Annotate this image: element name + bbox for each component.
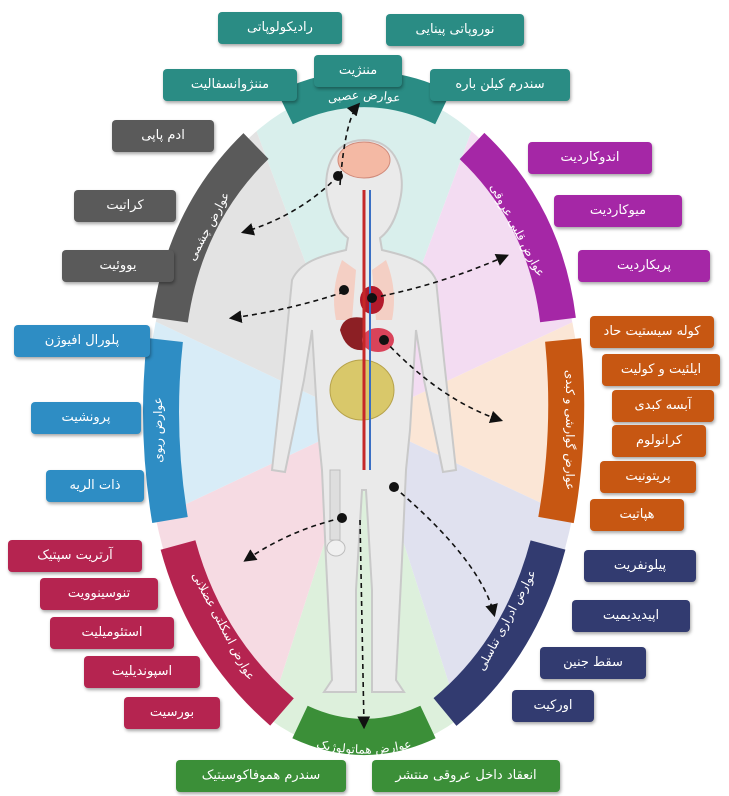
- femur-bone: [330, 470, 340, 540]
- pulm-sector-title: عوارض ریوی: [151, 397, 166, 463]
- label-pleural-effusion: پلورال افیوژن: [14, 325, 150, 357]
- label-peritonitis: پریتونیت: [600, 461, 696, 493]
- label-myocarditis: میوکاردیت: [554, 195, 682, 227]
- label-liver-abscess: آبسه کبدی: [612, 390, 714, 422]
- label-meningitis: مننژیت: [314, 55, 402, 87]
- stomach-organ: [362, 328, 394, 352]
- label-pyelonephritis: پیلونفریت: [584, 550, 696, 582]
- hema-ring: [300, 722, 428, 737]
- label-granuloma: کرانولوم: [612, 425, 706, 457]
- label-orchitis: اورکیت: [512, 690, 594, 722]
- label-tenosynovitis: تنوسینوویت: [40, 578, 158, 610]
- label-guillain-barre: سندرم کیلن باره: [430, 69, 570, 101]
- gi-sector-title: عوارض گوارشی و کبدی: [562, 370, 577, 490]
- label-septic-arthritis: آرتریت سپتیک: [8, 540, 142, 572]
- label-meningoencephalitis: مننژوانسفالیت: [163, 69, 297, 101]
- label-endocarditis: اندوکاردیت: [528, 142, 652, 174]
- label-miscarriage: سقط جنین: [540, 647, 646, 679]
- label-acute-cholecystitis: کوله سیستیت حاد: [590, 316, 714, 348]
- label-spondylitis: اسپوندیلیت: [84, 656, 200, 688]
- knee-bone: [327, 540, 345, 556]
- brain-organ: [338, 142, 390, 178]
- label-osteomyelitis: استئومیلیت: [50, 617, 174, 649]
- label-hepatitis: هپاتیت: [590, 499, 684, 531]
- label-pericarditis: پریکاردیت: [578, 250, 710, 282]
- label-papilledema: ادم پاپی: [112, 120, 214, 152]
- intestines-organ: [330, 360, 394, 420]
- label-optic-neuropathy: نوروپاتی پینایی: [386, 14, 524, 46]
- label-epididymitis: اپیدیدیمیت: [572, 600, 690, 632]
- label-bursitis: بورسیت: [124, 697, 220, 729]
- label-keratitis: کراتیت: [74, 190, 176, 222]
- label-bronchitis: پرونشیت: [31, 402, 141, 434]
- label-ileitis-colitis: ایلئیت و کولیت: [602, 354, 720, 386]
- label-hemophagocytic-syndrome: سندرم هموفاکوسیتیک: [176, 760, 346, 792]
- label-uveitis: یووئیت: [62, 250, 174, 282]
- label-radiculopathy: رادیکولوپاتی: [218, 12, 342, 44]
- label-pneumonia: ذات الریه: [46, 470, 144, 502]
- label-dic: انعقاد داخل عروقی منتشر: [372, 760, 560, 792]
